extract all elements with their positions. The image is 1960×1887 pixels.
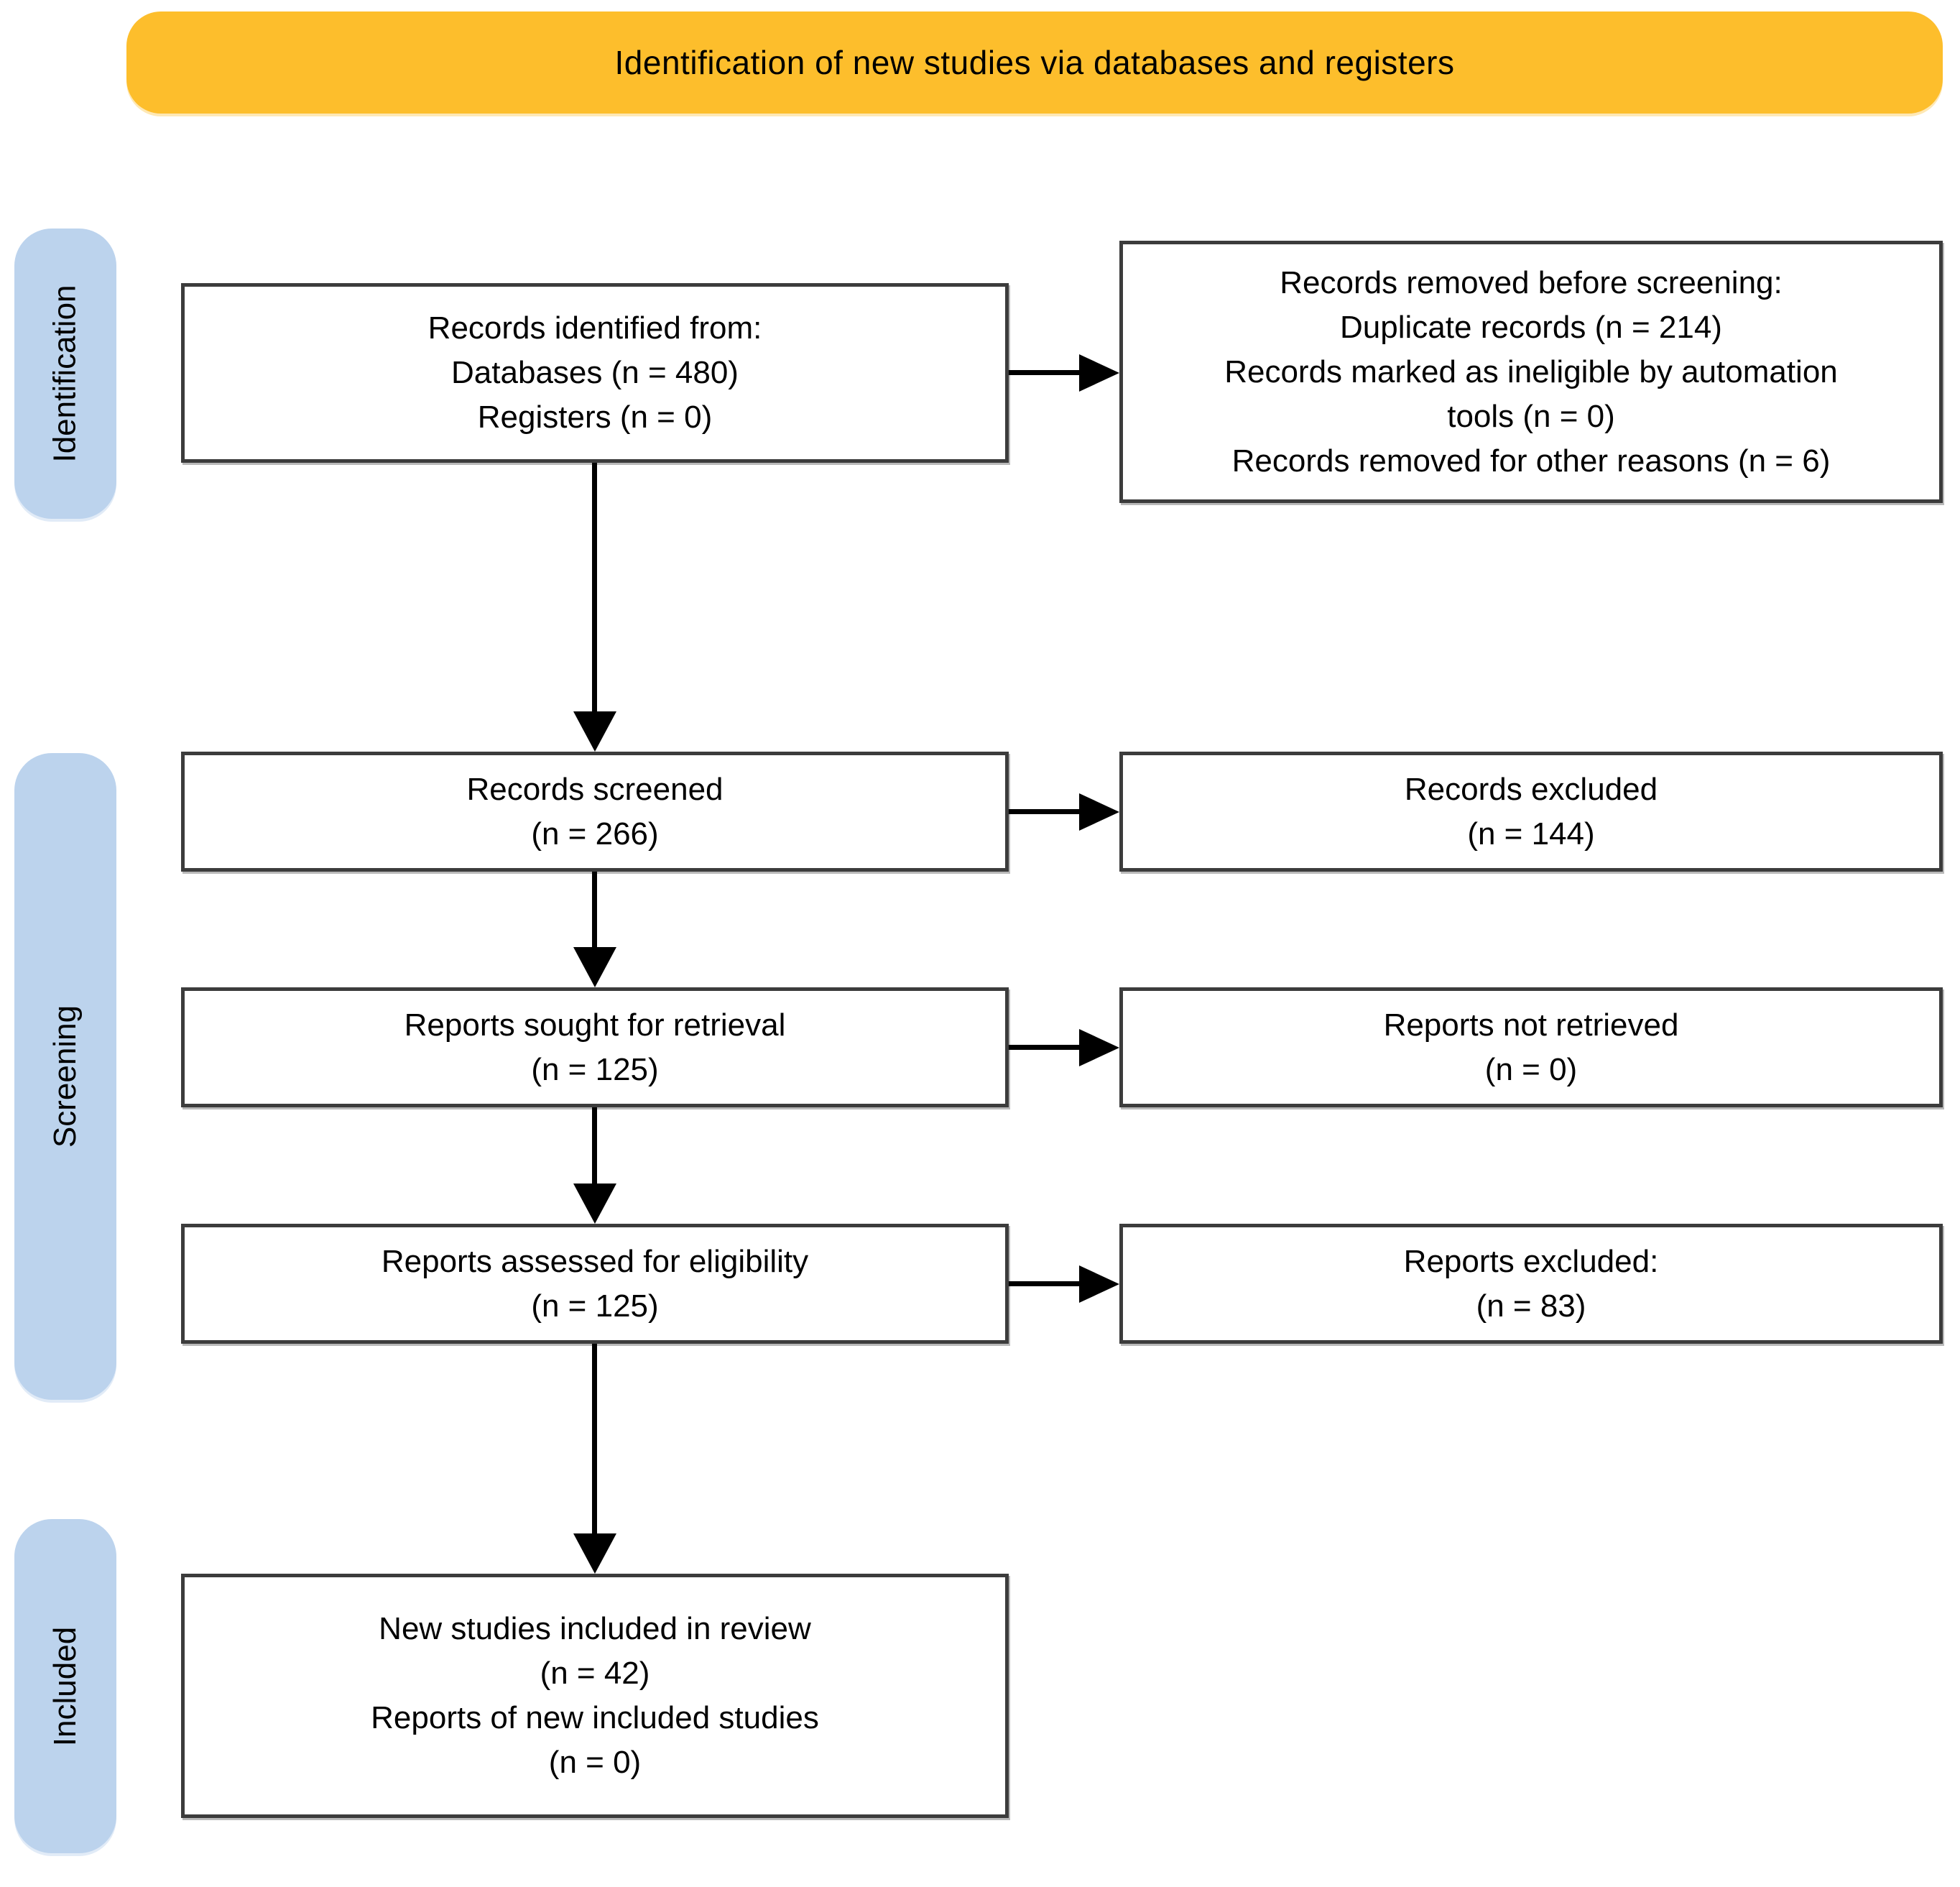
arrowhead-right [1079, 354, 1119, 392]
box-line: (n = 0) [1484, 1051, 1578, 1087]
arrow-line-screened-to-excluded [1009, 809, 1083, 814]
arrow-line-assessed-to-reports-excluded [1009, 1281, 1083, 1286]
box-line: (n = 0) [548, 1745, 642, 1780]
stage-pill-identification: Identification [14, 229, 116, 519]
box-line: (n = 125) [531, 1288, 659, 1324]
arrow-line-sought-to-not-retrieved [1009, 1045, 1083, 1050]
banner: Identification of new studies via databa… [126, 11, 1943, 114]
box-line: Reports excluded: [1403, 1243, 1659, 1279]
arrowhead-down [573, 1184, 616, 1224]
box-line: (n = 266) [531, 816, 659, 852]
arrowhead-right [1079, 1029, 1119, 1066]
box-line: Records removed for other reasons (n = 6… [1231, 443, 1831, 479]
box-line: Databases (n = 480) [451, 355, 739, 390]
box-records-removed: Records removed before screening: Duplic… [1119, 241, 1943, 503]
arrow-line-screened-to-sought [592, 872, 597, 951]
stage-label-screening: Screening [47, 1005, 83, 1148]
box-line: Reports sought for retrieval [404, 1007, 786, 1043]
box-records-excluded: Records excluded (n = 144) [1119, 752, 1943, 872]
box-line: Records removed before screening: [1280, 264, 1783, 300]
box-new-studies-included: New studies included in review (n = 42) … [181, 1574, 1009, 1818]
box-line: (n = 83) [1476, 1288, 1586, 1324]
box-line: Registers (n = 0) [477, 400, 713, 435]
arrowhead-right [1079, 793, 1119, 831]
box-line: Records excluded [1404, 771, 1658, 807]
stage-label-included: Included [47, 1626, 83, 1746]
arrow-line-identified-to-removed [1009, 370, 1083, 375]
box-line: tools (n = 0) [1447, 398, 1615, 434]
arrow-line-identified-to-screened [592, 463, 597, 715]
box-line: Reports assessed for eligibility [381, 1243, 809, 1279]
box-reports-assessed: Reports assessed for eligibility (n = 12… [181, 1224, 1009, 1344]
box-line: New studies included in review [379, 1611, 811, 1646]
arrowhead-down [573, 711, 616, 752]
stage-pill-included: Included [14, 1519, 116, 1853]
banner-label: Identification of new studies via databa… [614, 44, 1455, 81]
arrowhead-down [573, 947, 616, 987]
box-line: Reports of new included studies [371, 1700, 819, 1735]
stage-label-identification: Identification [47, 285, 83, 463]
box-reports-not-retrieved: Reports not retrieved (n = 0) [1119, 987, 1943, 1107]
box-line: (n = 144) [1467, 816, 1595, 852]
box-reports-excluded: Reports excluded: (n = 83) [1119, 1224, 1943, 1344]
box-line: Records identified from: [427, 310, 762, 346]
box-line: (n = 42) [540, 1656, 650, 1691]
arrowhead-down [573, 1533, 616, 1574]
arrowhead-right [1079, 1265, 1119, 1303]
stage-pill-screening: Screening [14, 753, 116, 1400]
box-records-screened: Records screened (n = 266) [181, 752, 1009, 872]
arrow-line-sought-to-assessed [592, 1107, 597, 1187]
box-records-identified: Records identified from: Databases (n = … [181, 283, 1009, 463]
box-line: Records marked as ineligible by automati… [1224, 354, 1838, 389]
box-line: Reports not retrieved [1383, 1007, 1679, 1043]
box-reports-sought: Reports sought for retrieval (n = 125) [181, 987, 1009, 1107]
arrow-line-assessed-to-included [592, 1344, 597, 1537]
box-line: (n = 125) [531, 1051, 659, 1087]
box-line: Records screened [466, 771, 724, 807]
box-line: Duplicate records (n = 214) [1340, 309, 1722, 345]
